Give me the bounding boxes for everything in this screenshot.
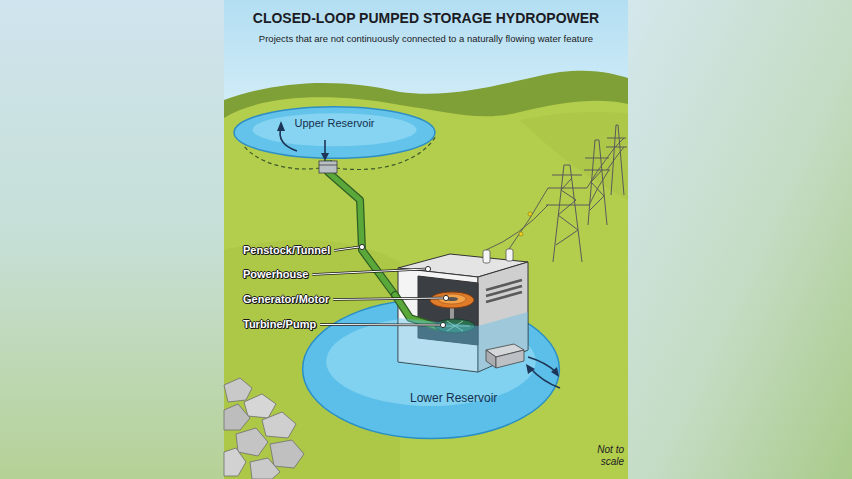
side-panels: [0, 0, 224, 479]
leader-line: [333, 298, 443, 300]
part-label: Generator/Motor: [243, 293, 329, 306]
part-label-holder: Penstock/Tunnel: [243, 240, 330, 258]
subtitle: Projects that are not continuously conne…: [224, 33, 628, 45]
diagram-title: CLOSED-LOOP PUMPED STORAGE HYDROPOWER: [253, 10, 599, 26]
penstock-outline: [328, 160, 395, 295]
transmission-tower: [611, 125, 624, 195]
rock-pile: [250, 458, 280, 479]
reservoir-shape: [326, 317, 536, 406]
leader-line: [312, 269, 425, 275]
insulators: [483, 249, 513, 263]
line-markers: [528, 212, 532, 216]
insulators: [506, 249, 513, 261]
part-label: Penstock/Tunnel: [243, 244, 330, 257]
leader-dot: [359, 244, 364, 249]
rock-pile: [244, 394, 276, 418]
leader-line-outline: [333, 298, 443, 300]
rock-pile: [224, 378, 304, 479]
part-label-holder: Powerhouse: [243, 264, 308, 282]
leader-line-outline: [320, 323, 440, 326]
intake-structure: [319, 161, 337, 173]
title-holder: CLOSED-LOOP PUMPED STORAGE HYDROPOWER: [224, 9, 628, 27]
power-lines: [587, 158, 607, 188]
rock-pile: [224, 448, 246, 476]
generator-motor: [430, 292, 474, 308]
insulators: [483, 250, 490, 263]
leader-line-outline: [334, 247, 359, 251]
transmission-tower: [546, 175, 589, 205]
reservoir-shape: Upper Reservoir: [232, 105, 437, 160]
hills: [520, 112, 628, 200]
leader-line: [334, 247, 359, 251]
power-lines: [486, 205, 548, 250]
outlet-structure: [486, 350, 496, 368]
reservoir-shape: [253, 113, 417, 146]
transmission-tower: [590, 170, 604, 210]
leader-line: [320, 324, 440, 326]
rock-pile: [262, 412, 296, 438]
part-label: Turbine/Pump: [243, 318, 316, 331]
penstock-tunnel: [328, 160, 395, 295]
reservoir-label: Lower Reservoir: [410, 391, 497, 405]
power-lines: [486, 138, 624, 250]
reservoir-shape: [300, 295, 562, 443]
part-label-holder: Turbine/Pump: [243, 314, 316, 332]
reservoir-shape: Lower Reservoir: [300, 295, 562, 443]
transmission-tower: [606, 138, 627, 147]
line-markers: [519, 232, 523, 236]
rock-pile: [224, 404, 250, 430]
scale-note-holder: Not to scale: [584, 444, 624, 468]
hills: [224, 97, 628, 479]
leader-dot: [425, 266, 430, 271]
intake-structure: [319, 165, 337, 166]
leader-line-outline: [312, 269, 425, 275]
scale-note: Not to scale: [584, 444, 624, 468]
reservoir-shape: [303, 299, 560, 438]
leader-dot: [443, 295, 448, 300]
leader-dot: [440, 322, 445, 327]
power-lines: [509, 188, 548, 249]
reservoir-shape: [232, 105, 437, 160]
submerged-overlay: [398, 312, 528, 372]
transmission-tower: [546, 125, 627, 262]
part-label-holder: Generator/Motor: [243, 289, 329, 307]
hills: [224, 71, 628, 479]
rock-pile: [236, 428, 268, 456]
rock-pile: [224, 378, 252, 402]
reservoir-label: Upper Reservoir: [294, 117, 374, 130]
power-lines: [607, 138, 624, 158]
submerged-overlay: [398, 312, 528, 372]
intake-structure: [319, 161, 337, 173]
hills: [224, 71, 628, 479]
rock-pile: [270, 440, 304, 468]
reservoir-flow-arrows: [324, 140, 326, 155]
powerhouse: [486, 280, 522, 302]
transmission-tower: [584, 158, 610, 170]
side-panels: [628, 0, 852, 479]
transmission-tower: [556, 178, 578, 245]
part-label: Powerhouse: [243, 268, 308, 281]
transmission-tower: [553, 165, 582, 262]
subtitle-holder: Projects that are not continuously conne…: [224, 33, 628, 45]
transmission-tower: [588, 140, 607, 225]
powerhouse: [398, 254, 528, 372]
reservoir-shape: [234, 107, 435, 159]
line-markers: [519, 212, 532, 236]
